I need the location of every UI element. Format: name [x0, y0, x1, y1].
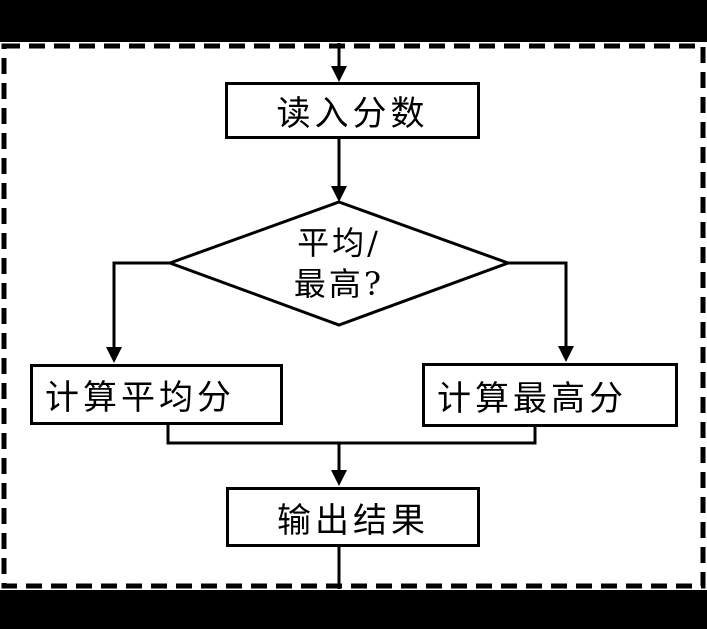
connector-decision-to-average — [112, 261, 170, 348]
decision-label-line2: 最高? — [293, 265, 385, 303]
node-read-scores-label: 读入分数 — [276, 94, 429, 134]
connector-decision-to-max — [508, 261, 568, 347]
arrowhead-into-read — [331, 66, 347, 82]
node-calc-average-label: 计算平均分 — [45, 378, 235, 418]
decision-label-line1: 平均/ — [297, 224, 381, 262]
connector-merge — [166, 425, 537, 445]
node-calc-average: 计算平均分 — [30, 364, 283, 425]
node-calc-max-label: 计算最高分 — [437, 378, 627, 419]
node-output-result-label: 输出结果 — [277, 500, 429, 541]
dashed-frame-border — [1, 43, 706, 589]
arrowhead-into-output — [331, 470, 347, 486]
node-output-result: 输出结果 — [226, 487, 480, 547]
decision-diamond-shape — [165, 200, 513, 327]
node-read-scores: 读入分数 — [225, 82, 480, 139]
arrowhead-into-average — [106, 347, 122, 363]
node-calc-max: 计算最高分 — [422, 363, 678, 427]
node-decision-label: 平均/ 最高? — [239, 222, 439, 306]
arrowhead-into-decision — [331, 186, 347, 202]
arrowhead-into-max — [558, 346, 574, 362]
